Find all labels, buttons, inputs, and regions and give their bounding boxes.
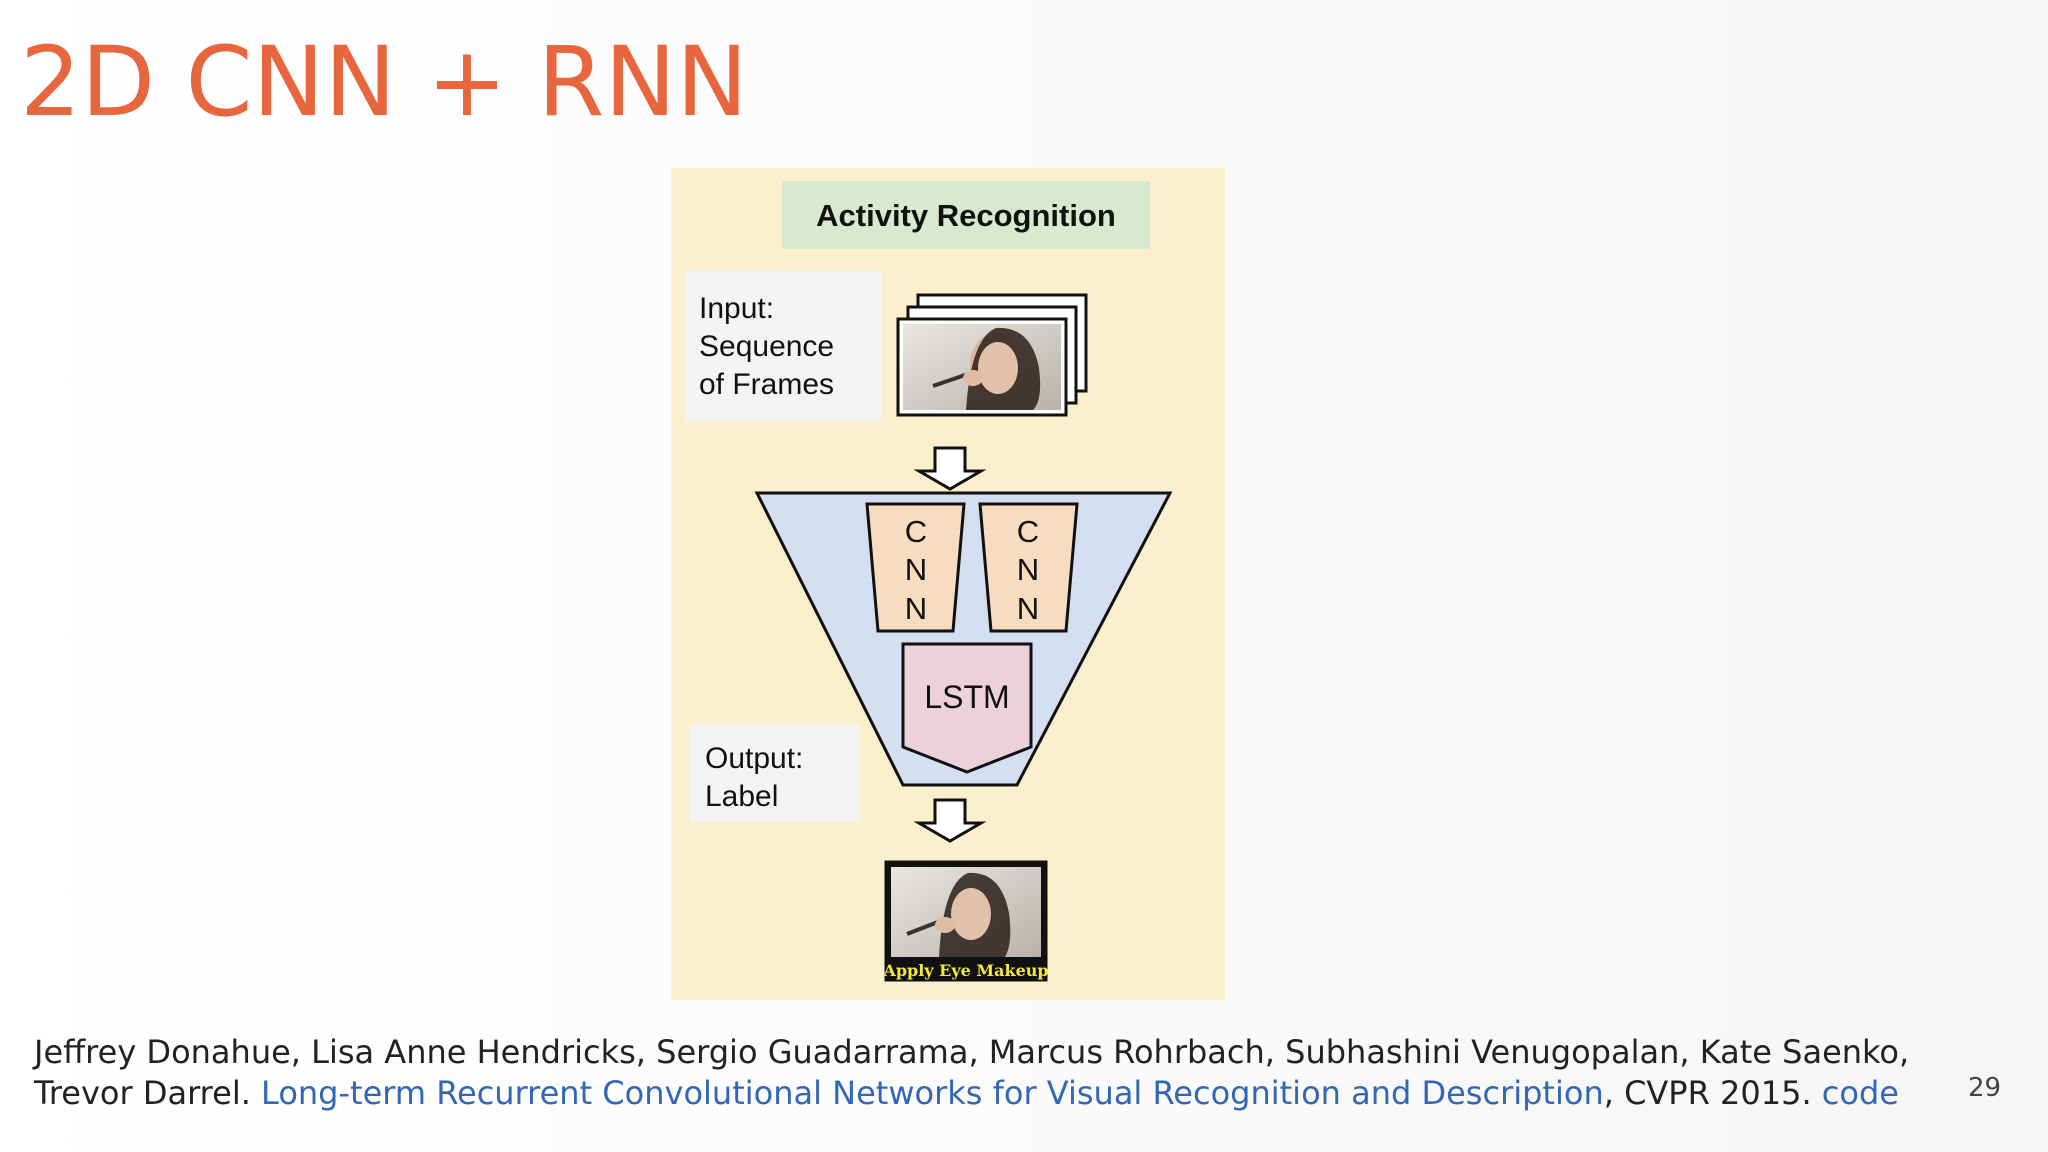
frame-caption: Apply Eye Makeup [882, 961, 1048, 980]
lrcn-diagram-svg: Activity Recognition Input: Sequence of … [685, 181, 1173, 982]
down-arrow-icon [913, 798, 987, 843]
lstm-label: LSTM [924, 679, 1009, 715]
output-frame-image [884, 860, 1048, 982]
cnn-box-left [865, 502, 966, 633]
slide-title: 2D CNN + RNN [20, 26, 748, 138]
citation-authors-line-1: Jeffrey Donahue, Lisa Anne Hendricks, Se… [34, 1033, 1910, 1071]
code-link[interactable]: code [1821, 1074, 1899, 1112]
input-label-box [685, 271, 881, 421]
page-number: 29 [1968, 1073, 2002, 1103]
lrcn-diagram: Activity Recognition Input: Sequence of … [671, 168, 1225, 1000]
output-label-box [690, 724, 860, 822]
cnn-left-letter-1: C [905, 514, 927, 549]
cnn-box-right [978, 502, 1079, 633]
down-arrow-icon [913, 446, 987, 491]
cnn-left-letter-3: N [905, 591, 927, 626]
cnn-left-letter-2: N [905, 552, 927, 587]
citation: Jeffrey Donahue, Lisa Anne Hendricks, Se… [34, 1032, 1934, 1114]
input-label-line-1: Input: [699, 292, 774, 325]
output-label-line-2: Label [705, 780, 778, 813]
frame-stack-image [896, 293, 1088, 417]
input-label-line-2: Sequence [699, 330, 834, 363]
paper-link[interactable]: Long-term Recurrent Convolutional Networ… [261, 1074, 1604, 1112]
cnn-right-letter-3: N [1017, 591, 1039, 626]
input-label-line-3: of Frames [699, 368, 834, 401]
cnn-right-letter-1: C [1017, 514, 1039, 549]
cnn-right-letter-2: N [1017, 552, 1039, 587]
lstm-box [901, 642, 1033, 774]
output-label-line-1: Output: [705, 742, 803, 775]
citation-venue: , CVPR 2015. [1603, 1074, 1812, 1112]
diagram-heading: Activity Recognition [816, 198, 1116, 233]
citation-authors-line-2: Trevor Darrel. [34, 1074, 251, 1112]
heading-box [782, 181, 1150, 249]
